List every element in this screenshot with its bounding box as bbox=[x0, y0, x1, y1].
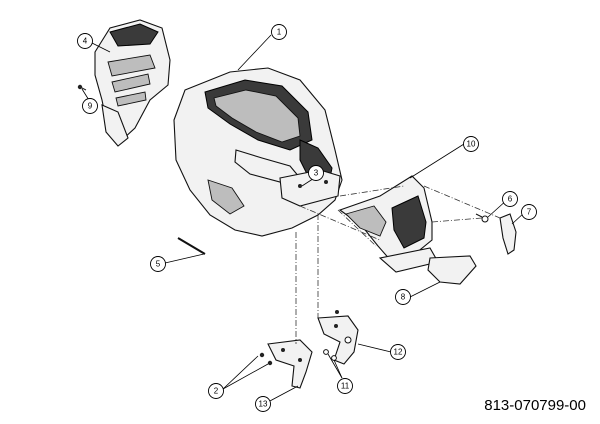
callout-1-label: 1 bbox=[277, 28, 282, 37]
callout-4: 4 bbox=[77, 33, 93, 49]
callout-7: 7 bbox=[521, 204, 537, 220]
part-9-screw bbox=[77, 84, 87, 91]
callout-5: 5 bbox=[150, 256, 166, 272]
part-10-grille bbox=[338, 175, 439, 273]
part-7-trim bbox=[499, 213, 517, 255]
callouts: 1 2 3 4 5 6 7 8 bbox=[77, 24, 537, 412]
part-13-left-hinge bbox=[267, 339, 313, 389]
callout-13-label: 13 bbox=[259, 400, 268, 409]
callout-12-label: 12 bbox=[394, 348, 403, 357]
callout-12: 12 bbox=[390, 344, 406, 360]
callout-10-label: 10 bbox=[467, 140, 476, 149]
part-5-rod bbox=[177, 237, 206, 255]
part-8-front-skirt bbox=[427, 255, 477, 285]
part-4-dash-panel bbox=[94, 19, 171, 147]
part-11-nuts bbox=[323, 349, 337, 361]
callout-9: 9 bbox=[82, 98, 98, 114]
callout-1: 1 bbox=[271, 24, 287, 40]
callout-2: 2 bbox=[208, 383, 224, 399]
callout-10: 10 bbox=[463, 136, 479, 152]
part-6-screw bbox=[475, 213, 489, 223]
callout-8-label: 8 bbox=[401, 293, 406, 302]
callout-2-label: 2 bbox=[214, 387, 219, 396]
callout-3: 3 bbox=[308, 165, 324, 181]
callout-11-label: 11 bbox=[341, 382, 350, 391]
callout-9-label: 9 bbox=[88, 102, 93, 111]
callout-8: 8 bbox=[395, 289, 411, 305]
callout-6: 6 bbox=[502, 191, 518, 207]
callout-13: 13 bbox=[255, 396, 271, 412]
part-1-hood bbox=[173, 67, 343, 237]
document-number: 813-070799-00 bbox=[484, 397, 586, 414]
callout-4-label: 4 bbox=[83, 37, 88, 46]
part-2-bolts bbox=[259, 310, 339, 366]
callout-3-label: 3 bbox=[314, 169, 319, 178]
callout-11: 11 bbox=[337, 378, 353, 394]
callout-5-label: 5 bbox=[156, 260, 161, 269]
callout-6-label: 6 bbox=[508, 195, 513, 204]
assembly-lines bbox=[295, 185, 501, 344]
part-12-right-hinge bbox=[317, 315, 359, 365]
callout-7-label: 7 bbox=[527, 208, 532, 217]
